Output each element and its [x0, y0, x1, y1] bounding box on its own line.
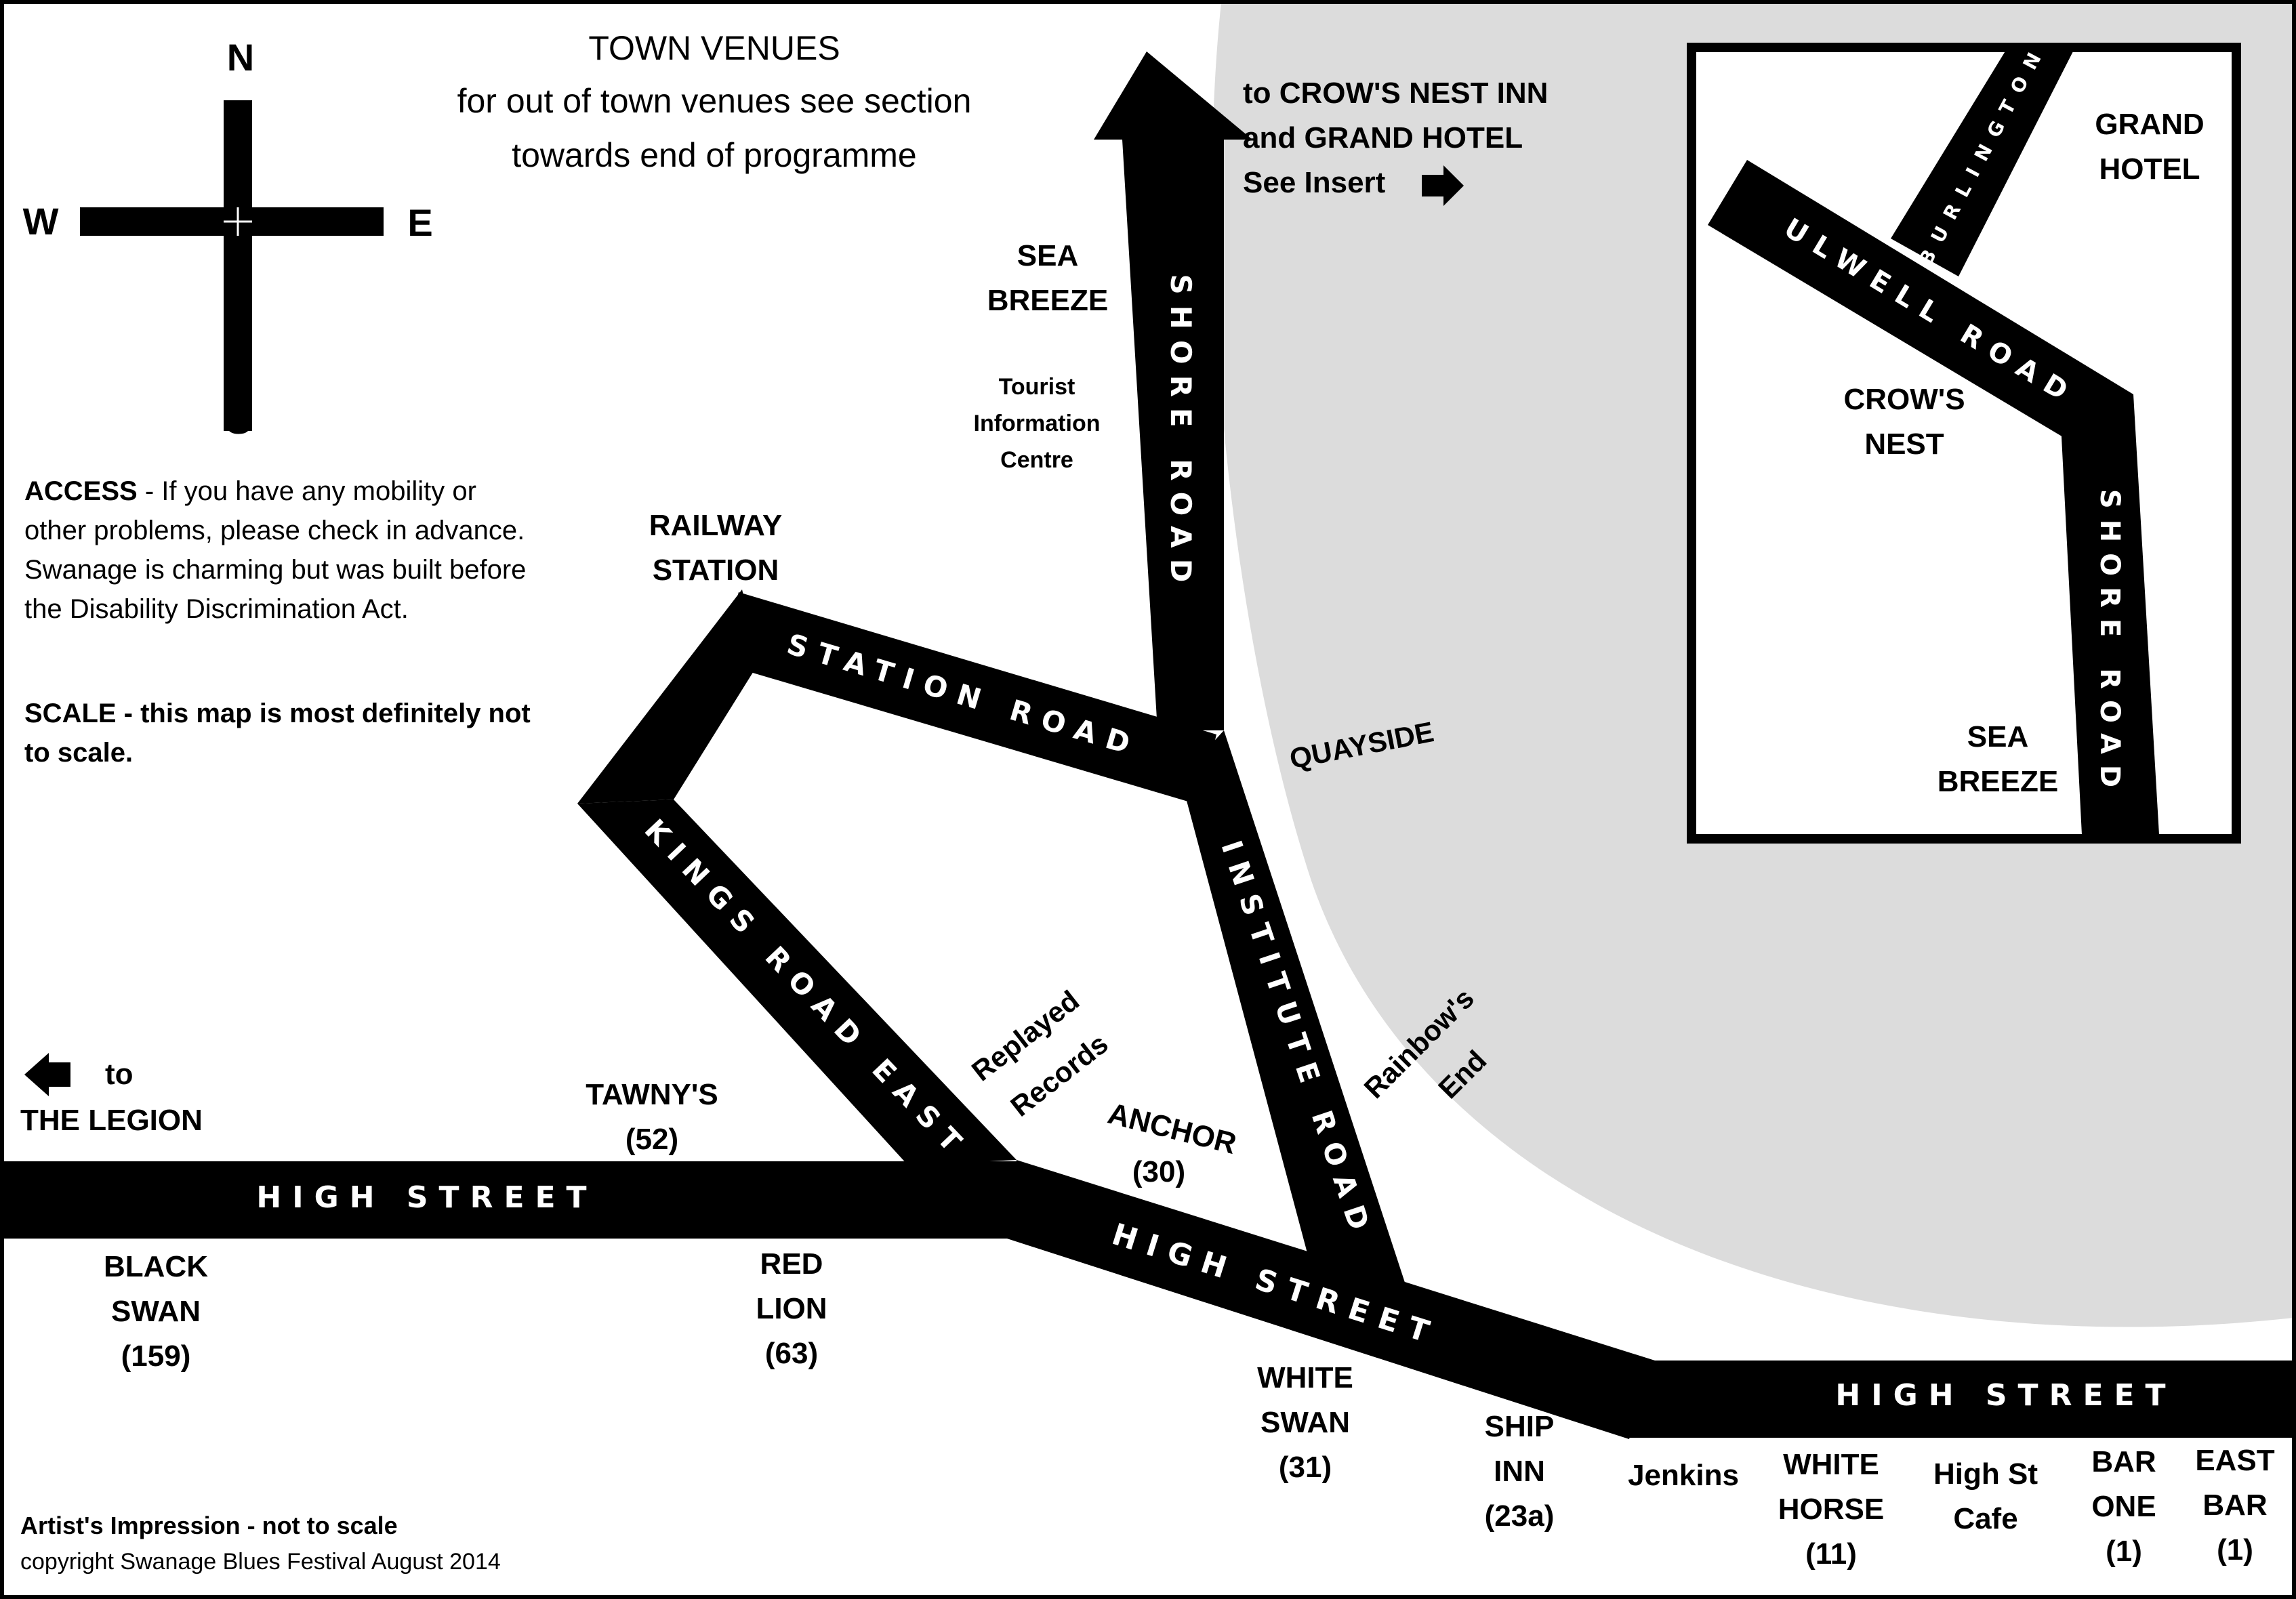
access-label: ACCESS	[24, 476, 138, 506]
ship-inn-line1: SHIP	[1485, 1410, 1555, 1443]
tourist-info-line3: Centre	[1000, 447, 1073, 473]
bar-one-line1: BAR	[2091, 1445, 2156, 1478]
white-horse-line1: WHITE	[1783, 1448, 1879, 1481]
tawnys-line2: (52)	[626, 1123, 678, 1156]
red-lion-line2: LION	[756, 1292, 827, 1325]
insert-shore-road	[2060, 394, 2159, 835]
insert-sea-breeze-line1: SEA	[1967, 720, 2028, 753]
railway-station-line1: RAILWAY	[649, 509, 782, 542]
insert-ulwell-road	[1708, 160, 2133, 458]
access-note-line3: Swanage is charming but was built before	[24, 555, 526, 585]
insert-sea-breeze-line2: BREEZE	[1938, 765, 2058, 798]
insert-grand-hotel-line2: HOTEL	[2099, 152, 2200, 186]
white-swan-line3: (31)	[1279, 1451, 1332, 1484]
black-swan-line3: (159)	[121, 1340, 191, 1373]
sea-breeze-label-line2: BREEZE	[987, 284, 1108, 317]
red-lion-line1: RED	[760, 1247, 823, 1281]
compass-north-label: N	[227, 36, 254, 79]
compass-east-label: E	[407, 201, 432, 244]
insert-grand-hotel-line1: GRAND	[2095, 108, 2204, 141]
red-lion-line3: (63)	[765, 1337, 818, 1370]
high-street-east	[1626, 1361, 2293, 1438]
access-note-line1: ACCESS - If you have any mobility or	[24, 476, 476, 506]
high-street-west	[4, 1161, 1021, 1239]
bar-one-line2: ONE	[2091, 1490, 2156, 1523]
white-horse-line3: (11)	[1805, 1537, 1857, 1571]
east-bar-line2: BAR	[2202, 1489, 2267, 1522]
arrow-right-icon	[1422, 165, 1464, 206]
anchor-label-line2: (30)	[1132, 1155, 1185, 1188]
tourist-info-line2: Information	[974, 411, 1101, 436]
east-bar-line1: EAST	[2195, 1444, 2274, 1477]
institute-road	[1181, 730, 1408, 1306]
copyright-note: copyright Swanage Blues Festival August …	[20, 1549, 501, 1575]
insert-shore-road-label: SHORE ROAD	[2094, 489, 2125, 798]
white-swan-line1: WHITE	[1257, 1361, 1353, 1394]
kings-road-east-label: KINGS ROAD EAST	[638, 813, 976, 1166]
tourist-info-line1: Tourist	[999, 374, 1075, 400]
to-crows-nest-line1: to CROW'S NEST INN	[1243, 77, 1548, 110]
insert-crows-nest-line1: CROW'S	[1843, 383, 1965, 416]
white-swan-line2: SWAN	[1260, 1406, 1350, 1439]
to-legion-prefix: to	[105, 1058, 134, 1091]
map-subtitle-line2: towards end of programme	[512, 136, 917, 174]
black-swan-line2: SWAN	[111, 1295, 201, 1328]
high-st-cafe-line1: High St	[1933, 1457, 2038, 1491]
sea-breeze-label-line1: SEA	[1017, 239, 1078, 272]
ship-inn-line2: INN	[1494, 1455, 1545, 1488]
access-note-text: - If you have any mobility or	[145, 476, 476, 506]
insert-crows-nest-line2: NEST	[1864, 428, 1944, 461]
to-legion-label: THE LEGION	[20, 1104, 203, 1137]
ship-inn-line3: (23a)	[1485, 1499, 1555, 1533]
see-insert-label: See Insert	[1243, 166, 1386, 199]
arrow-left-icon	[24, 1053, 70, 1096]
shore-road-label: SHORE ROAD	[1164, 274, 1197, 593]
jenkins-label: Jenkins	[1628, 1459, 1739, 1492]
scale-note-line1: SCALE - this map is most definitely not	[24, 699, 531, 728]
access-note-line2: other problems, please check in advance.	[24, 516, 525, 545]
high-st-cafe-line2: Cafe	[1953, 1502, 2017, 1535]
insert-map: BURLINGTON ROAD ULWELL ROAD SHORE ROAD G…	[1687, 39, 2241, 844]
map-subtitle-line1: for out of town venues see section	[457, 82, 972, 120]
artist-impression-note: Artist's Impression - not to scale	[20, 1512, 398, 1539]
kings-road-east-north	[577, 589, 759, 804]
white-horse-line2: HORSE	[1778, 1493, 1884, 1526]
compass-rose-icon	[80, 100, 384, 431]
high-street-central	[1007, 1160, 1655, 1439]
station-road	[718, 592, 1216, 805]
railway-station-line2: STATION	[653, 554, 779, 587]
kings-road-east	[577, 799, 1017, 1165]
shore-road	[1094, 51, 1252, 730]
bar-one-line3: (1)	[2106, 1535, 2142, 1568]
compass-west-label: W	[23, 200, 59, 243]
east-bar-line3: (1)	[2217, 1533, 2253, 1566]
access-note-line4: the Disability Discrimination Act.	[24, 594, 409, 624]
compass-south-label: S	[226, 399, 251, 442]
high-street-west-label: HIGH STREET	[256, 1180, 597, 1215]
tawnys-line1: TAWNY'S	[586, 1078, 718, 1111]
anchor-label-line1: ANCHOR	[1105, 1097, 1239, 1161]
scale-note-line2: to scale.	[24, 738, 133, 768]
insert-burlington-road	[1891, 50, 2074, 276]
black-swan-line1: BLACK	[104, 1250, 208, 1283]
to-crows-nest-line2: and GRAND HOTEL	[1243, 121, 1523, 154]
map-title: TOWN VENUES	[588, 29, 840, 67]
high-street-east-label: HIGH STREET	[1835, 1378, 2176, 1413]
